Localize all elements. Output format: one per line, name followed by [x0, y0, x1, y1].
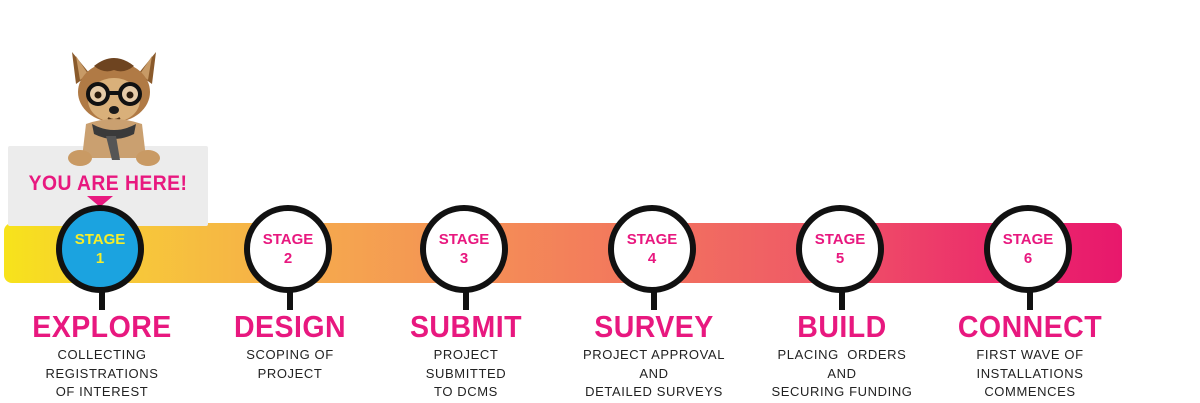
stage-survey: STAGE 4 SURVEY PROJECT APPROVAL AND DETA…	[554, 0, 754, 403]
stage-word: STAGE	[262, 231, 314, 248]
stage-description-line: SCOPING OF	[246, 347, 334, 362]
stage-name: EXPLORE	[32, 309, 172, 344]
stage-description-line: FIRST WAVE OF	[976, 347, 1084, 362]
stage-badge: STAGE 3	[420, 205, 508, 293]
stage-description-line: DETAILED SURVEYS	[585, 384, 723, 399]
stage-connector	[651, 286, 657, 310]
stage-description-line: PROJECT APPROVAL	[582, 347, 726, 362]
stage-description-line: PROJECT	[433, 347, 499, 362]
stage-connector	[463, 286, 469, 310]
stage-number: 2	[283, 250, 293, 267]
stage-description-line: COLLECTING	[57, 347, 147, 362]
stage-design: STAGE 2 DESIGN SCOPING OF PROJECT	[190, 0, 390, 403]
stage-description-line: INSTALLATIONS	[976, 365, 1084, 381]
stage-description-line: AND	[827, 365, 857, 381]
stage-number: 6	[1023, 250, 1033, 267]
stage-word: STAGE	[438, 231, 490, 248]
stage-description-line: AND	[639, 365, 669, 381]
stage-description: PROJECT APPROVAL AND DETAILED SURVEYS	[554, 346, 754, 402]
timeline-bar	[4, 223, 1122, 283]
stage-name: SUBMIT	[409, 309, 523, 344]
stage-badge: STAGE 1	[56, 205, 144, 293]
stage-word: STAGE	[814, 231, 866, 248]
stage-word: STAGE	[1002, 231, 1054, 248]
stage-badge: STAGE 2	[244, 205, 332, 293]
stage-number: 4	[647, 250, 657, 267]
stage-description: PLACING ORDERS AND SECURING FUNDING	[742, 346, 942, 402]
stage-badge: STAGE 6	[984, 205, 1072, 293]
stage-description-line: OF INTEREST	[55, 384, 149, 399]
stage-badge: STAGE 4	[608, 205, 696, 293]
you-are-here-arrow-icon	[87, 196, 113, 207]
stage-word: STAGE	[626, 231, 678, 248]
stage-connect: STAGE 6 CONNECT FIRST WAVE OF INSTALLATI…	[930, 0, 1130, 403]
stage-build: STAGE 5 BUILD PLACING ORDERS AND SECURIN…	[742, 0, 942, 403]
you-are-here-label: YOU ARE HERE!	[28, 172, 188, 195]
stage-number: 5	[835, 250, 845, 267]
stage-description-line: SECURING FUNDING	[771, 384, 913, 399]
stage-description: COLLECTING REGISTRATIONS OF INTEREST	[2, 346, 202, 402]
stage-connector	[99, 286, 105, 310]
stage-number: 1	[95, 250, 105, 267]
stage-description-line: TO DCMS	[434, 384, 498, 399]
stage-description-line: COMMENCES	[984, 384, 1076, 399]
stage-description: FIRST WAVE OF INSTALLATIONS COMMENCES	[930, 346, 1130, 402]
dog-mascot-image	[68, 52, 160, 166]
stage-name: DESIGN	[233, 309, 347, 344]
stage-name: CONNECT	[957, 309, 1103, 344]
stage-description-line: SUBMITTED	[425, 365, 507, 381]
stage-description-line: REGISTRATIONS	[45, 365, 159, 381]
stage-connector	[839, 286, 845, 310]
stage-connector	[1027, 286, 1033, 310]
stage-name: BUILD	[797, 309, 887, 344]
stage-description: PROJECT SUBMITTED TO DCMS	[366, 346, 566, 402]
stage-submit: STAGE 3 SUBMIT PROJECT SUBMITTED TO DCMS	[366, 0, 566, 403]
stage-word: STAGE	[74, 231, 126, 248]
stage-explore: STAGE 1 EXPLORE COLLECTING REGISTRATIONS…	[2, 0, 202, 403]
stage-connector	[287, 286, 293, 310]
stage-description-line: PLACING ORDERS	[777, 347, 907, 362]
stage-description: SCOPING OF PROJECT	[190, 346, 390, 383]
stage-number: 3	[459, 250, 469, 267]
stage-description-line: PROJECT	[257, 365, 323, 381]
stage-name: SURVEY	[594, 309, 714, 344]
stage-badge: STAGE 5	[796, 205, 884, 293]
